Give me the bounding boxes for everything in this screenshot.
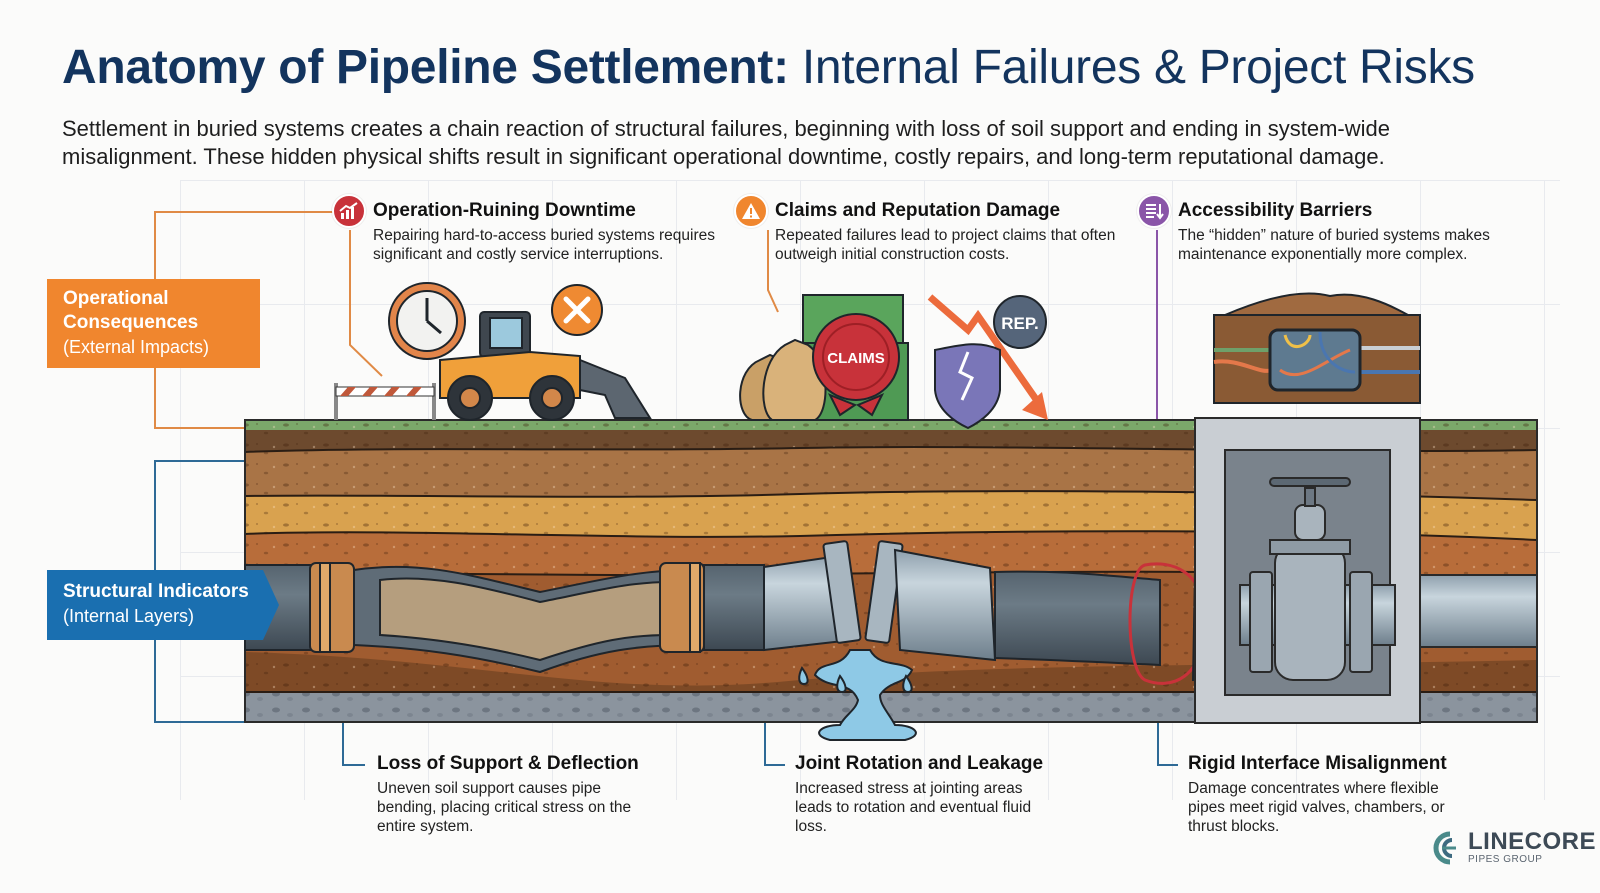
structural-arrow-shape	[47, 570, 279, 640]
loader-vehicle	[439, 311, 652, 421]
valve-chamber	[1194, 417, 1538, 724]
operational-line1: Operational	[63, 288, 169, 309]
callout-accessibility: Accessibility Barriers The “hidden” natu…	[1178, 200, 1538, 264]
rep-bubble-label: REP.	[1001, 314, 1039, 333]
brand-logo-icon	[1433, 831, 1456, 865]
barrier	[334, 383, 436, 420]
callout-body: Damage concentrates where flexible pipes…	[1188, 780, 1445, 835]
claims-seal-label: CLAIMS	[827, 350, 885, 367]
callout-title: Rigid Interface Misalignment	[1188, 753, 1447, 774]
structural-indicators-label: Structural Indicators (Internal Layers)	[47, 570, 279, 640]
leak-water	[798, 649, 917, 741]
callout-body: Repairing hard-to-access buried systems …	[373, 227, 716, 263]
structural-line1: Structural Indicators	[63, 581, 249, 602]
brand-logo: LINECORE PIPES GROUP	[1468, 828, 1597, 866]
title-light: Internal Failures & Project Risks	[801, 41, 1475, 94]
operational-line3: (External Impacts)	[63, 337, 210, 357]
reputation-icons: REP.	[927, 294, 1048, 430]
rotated-joint	[822, 540, 1161, 667]
callout-claims: Claims and Reputation Damage Repeated fa…	[775, 200, 1125, 264]
operational-connector-lines	[154, 211, 779, 429]
operational-consequences-label: Operational Consequences (External Impac…	[47, 279, 260, 368]
callout-loss-of-support: Loss of Support & Deflection Uneven soil…	[377, 753, 639, 836]
list-down-icon	[1137, 194, 1171, 228]
callout-title: Operation-Ruining Downtime	[373, 200, 636, 221]
callout-rigid-interface: Rigid Interface Misalignment Damage conc…	[1188, 753, 1458, 836]
callout-downtime: Operation-Ruining Downtime Repairing har…	[373, 200, 723, 264]
clock-icon	[388, 282, 466, 360]
brand-subtitle: PIPES GROUP	[1468, 854, 1543, 865]
brand-name: LINECORE	[1468, 828, 1597, 855]
buried-junction-box	[1213, 292, 1421, 404]
callout-body: The “hidden” nature of buried systems ma…	[1178, 227, 1490, 263]
callout-body: Repeated failures lead to project claims…	[775, 227, 1116, 263]
page-title: Anatomy of Pipeline Settlement: Internal…	[62, 40, 1475, 95]
callout-body: Increased stress at jointing areas leads…	[795, 780, 1032, 835]
callout-body: Uneven soil support causes pipe bending,…	[377, 780, 632, 835]
stop-x-icon	[551, 284, 603, 336]
warning-icon	[734, 194, 768, 228]
chart-icon	[332, 194, 366, 228]
callout-title: Accessibility Barriers	[1178, 200, 1373, 221]
claims-seal: CLAIMS	[812, 313, 900, 417]
callout-joint-rotation: Joint Rotation and Leakage Increased str…	[795, 753, 1045, 836]
callout-title: Joint Rotation and Leakage	[795, 753, 1044, 774]
title-bold: Anatomy of Pipeline Settlement:	[62, 41, 789, 94]
operational-line2: Consequences	[63, 312, 199, 333]
structural-line2: (Internal Layers)	[63, 606, 195, 626]
callout-title: Claims and Reputation Damage	[775, 200, 1061, 221]
page-subtitle: Settlement in buried systems creates a c…	[62, 116, 1391, 169]
deflected-pipe	[244, 553, 854, 674]
callout-title: Loss of Support & Deflection	[377, 753, 639, 774]
